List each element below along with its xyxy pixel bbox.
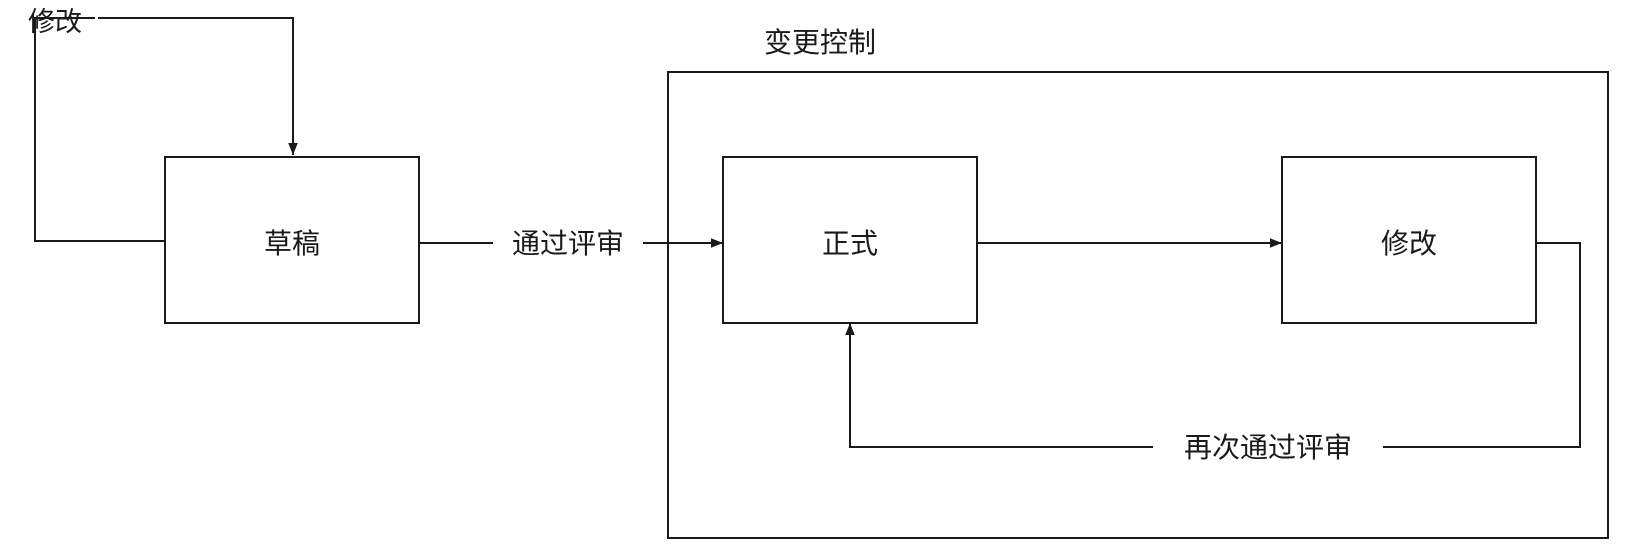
node-formal-label: 正式 xyxy=(822,227,878,260)
edge-revise-to-formal xyxy=(845,242,1581,448)
draft-self-loop-edge xyxy=(34,17,165,242)
node-revise xyxy=(1281,156,1537,324)
edge-label-mask xyxy=(493,223,643,263)
edge-revise-to-formal-label: 再次通过评审 xyxy=(1184,431,1352,464)
change-control-title: 变更控制 xyxy=(764,26,876,59)
node-draft-label: 草稿 xyxy=(264,227,320,260)
top-left-revise-label: 修改 xyxy=(28,7,82,38)
edge-label-mask-2 xyxy=(1153,427,1383,467)
edge-draft-to-formal-label: 通过评审 xyxy=(512,227,624,260)
node-formal xyxy=(722,156,978,324)
node-revise-label: 修改 xyxy=(1381,227,1437,260)
node-draft xyxy=(164,156,420,324)
draft-self-loop-arrow xyxy=(98,17,298,155)
